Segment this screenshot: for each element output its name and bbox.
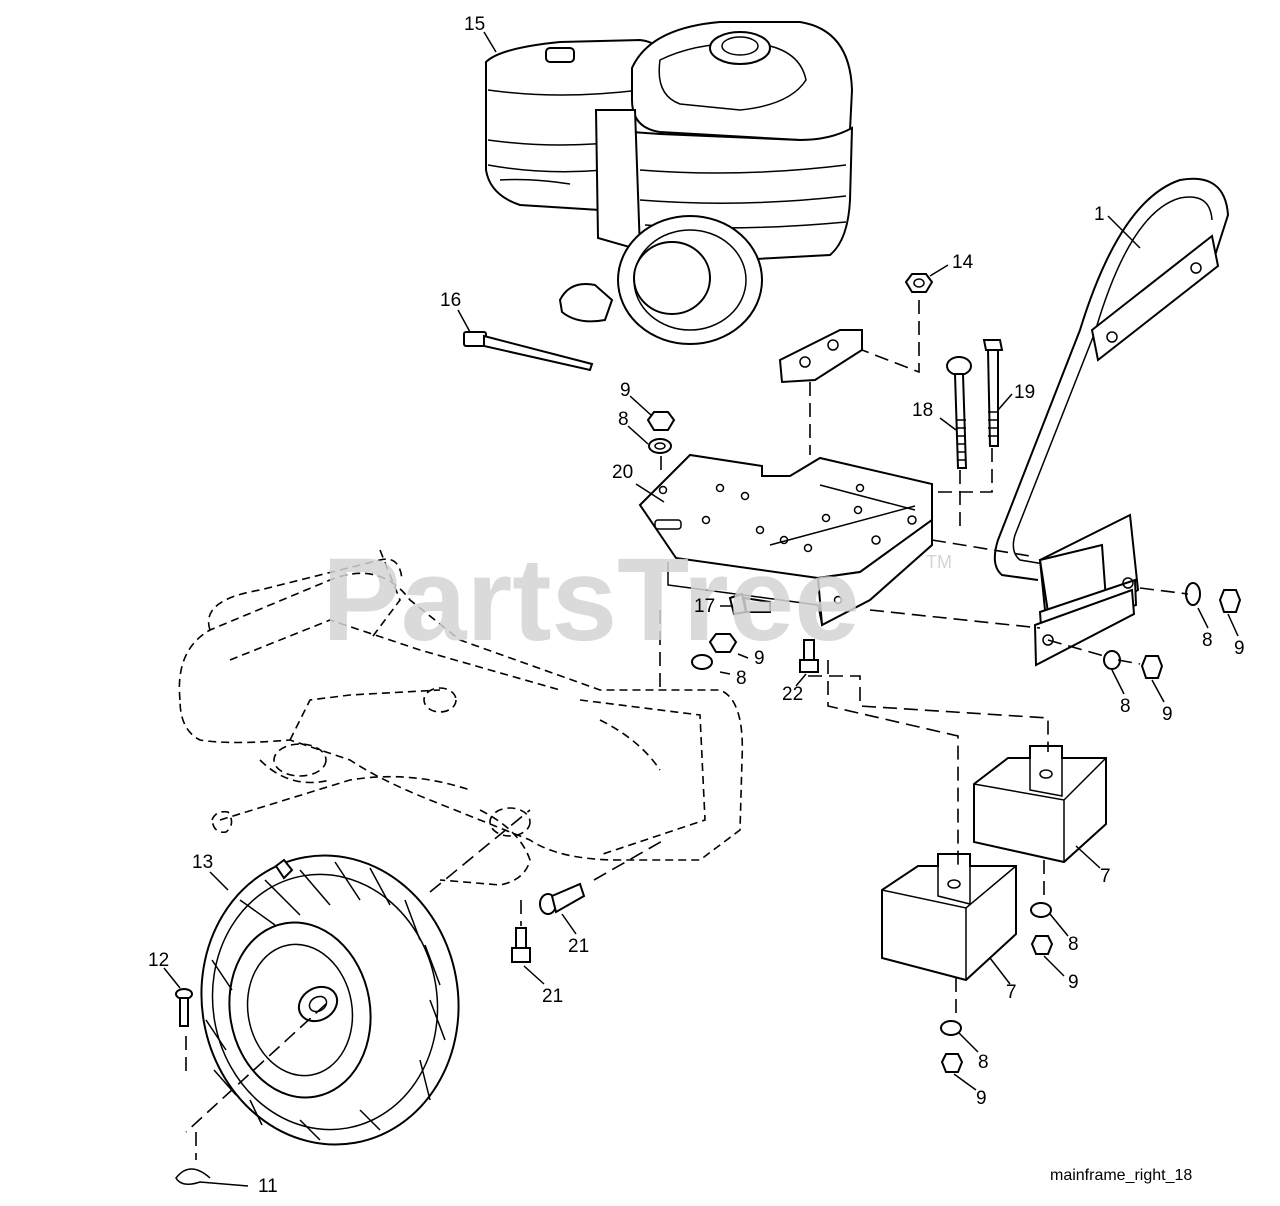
callout-17: 17 xyxy=(694,596,715,617)
wheel-tire-part-13 xyxy=(200,854,460,1146)
callout-11: 11 xyxy=(258,1176,278,1197)
nut-washer-handlebar-upper xyxy=(1185,582,1242,613)
carriage-bolt-part-18 xyxy=(946,356,972,469)
transmission-phantom-outline xyxy=(178,549,744,886)
watermark-trademark: TM xyxy=(926,552,952,572)
callout-21a: 21 xyxy=(568,936,589,957)
callout-13: 13 xyxy=(192,852,213,873)
bolt-part-19 xyxy=(982,339,1004,447)
callout-15: 15 xyxy=(464,14,485,35)
callout-8a: 8 xyxy=(618,409,629,430)
callout-8e: 8 xyxy=(1068,934,1079,955)
mainframe-plate-part-20 xyxy=(638,453,933,627)
callout-9e: 9 xyxy=(1068,972,1079,993)
callout-12: 12 xyxy=(148,950,169,971)
cable-tie-part-16 xyxy=(463,331,594,372)
callout-9b: 9 xyxy=(754,648,765,669)
callout-8c: 8 xyxy=(1202,630,1213,651)
bolt-part-21-upper xyxy=(539,882,586,915)
wheel-weight-upper-part-7 xyxy=(973,745,1107,864)
wheel-weight-lower-part-7 xyxy=(881,853,1017,982)
callout-8f: 8 xyxy=(978,1052,989,1073)
callout-9c: 9 xyxy=(1234,638,1245,659)
hairpin-clip-part-11 xyxy=(175,1168,249,1187)
callout-7b: 7 xyxy=(1006,982,1017,1003)
callout-18: 18 xyxy=(912,400,933,421)
callout-1: 1 xyxy=(1094,204,1105,225)
assembly-leader-lines xyxy=(185,300,1189,1160)
washer-nut-weight-lower xyxy=(940,1020,964,1073)
washer-nut-weight-upper xyxy=(1030,902,1054,955)
callout-9d: 9 xyxy=(1162,704,1173,725)
nut-part-14 xyxy=(904,273,934,293)
bolt-part-22 xyxy=(799,639,819,673)
callout-9a: 9 xyxy=(620,380,631,401)
nut-washer-handlebar-lower xyxy=(1103,650,1164,679)
callout-21b: 21 xyxy=(542,986,563,1007)
callout-20: 20 xyxy=(612,462,633,483)
callout-22: 22 xyxy=(782,684,803,705)
callout-7a: 7 xyxy=(1100,866,1111,887)
nut-washer-plate-left xyxy=(646,411,676,454)
figure-id-label: mainframe_right_18 xyxy=(1050,1167,1192,1184)
callout-19: 19 xyxy=(1014,382,1035,403)
callout-16: 16 xyxy=(440,290,461,311)
clevis-pin-part-12 xyxy=(175,988,193,1027)
handlebar-part-1 xyxy=(993,177,1230,667)
bolt-part-21-lower xyxy=(511,927,531,963)
callout-labels: 1 15 14 16 9 8 20 18 19 17 9 8 22 8 9 8 … xyxy=(148,14,1245,1197)
nut-washer-left-9-8 xyxy=(691,633,738,670)
watermark-brand: PartsTree xyxy=(322,534,860,666)
callout-leader-lines xyxy=(163,31,1239,1091)
bolt-part-17 xyxy=(728,592,771,616)
engine-part-15 xyxy=(485,21,863,384)
callout-14: 14 xyxy=(952,252,974,273)
callout-8b: 8 xyxy=(736,668,747,689)
callout-9f: 9 xyxy=(976,1088,987,1109)
callout-8d: 8 xyxy=(1120,696,1131,717)
